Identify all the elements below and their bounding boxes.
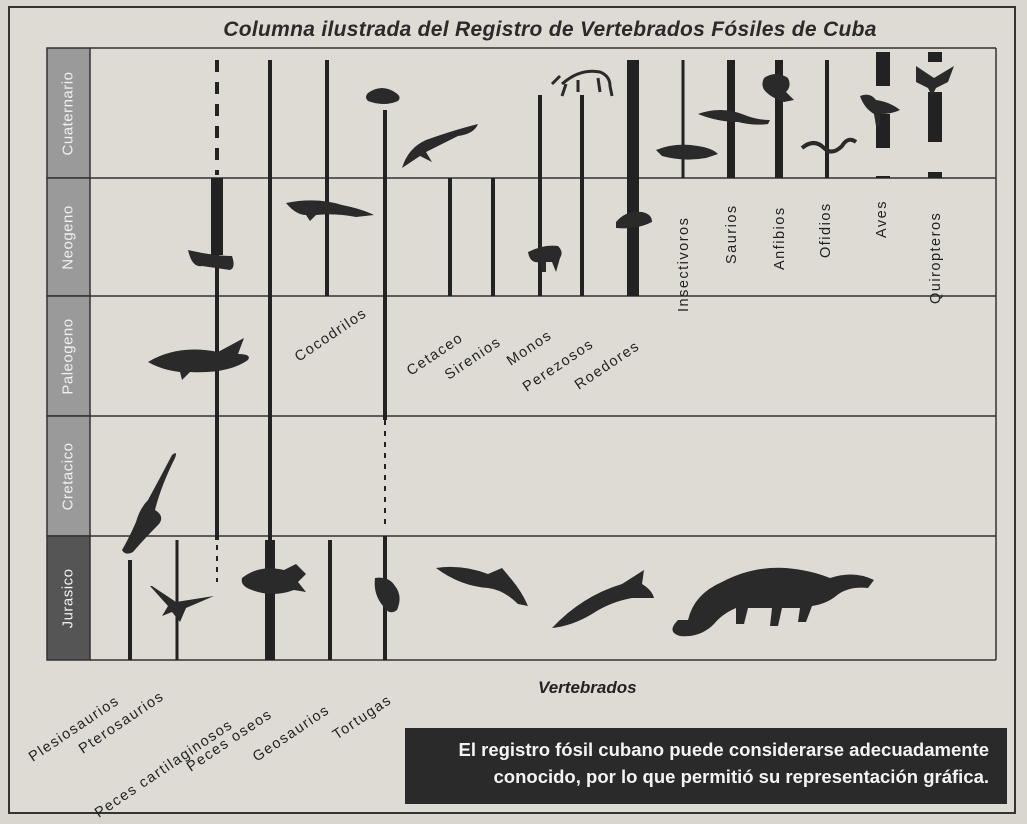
period-label-paleogeno: Paleogeno <box>59 317 77 395</box>
period-box-paleogeno <box>46 295 91 417</box>
insectivore-icon <box>656 144 718 160</box>
geosaur-icon <box>436 566 528 606</box>
crocodile-icon <box>286 200 374 221</box>
diagram-title: Columna ilustrada del Registro de Verteb… <box>223 18 877 41</box>
group-label-insectivoros: Insectivoros <box>676 216 692 312</box>
caption-line-1: El registro fósil cubano puede considera… <box>458 739 990 760</box>
group-label-saurios: Saurios <box>724 204 740 264</box>
x-axis-label: Vertebrados <box>538 678 637 697</box>
period-label-cretacico: Cretacico <box>59 442 77 510</box>
snake-icon <box>800 137 858 154</box>
period-box-jurasico <box>46 535 91 661</box>
bird-icon <box>860 94 900 126</box>
shark-icon <box>148 338 249 380</box>
group-label-quiropteros: Quiropteros <box>928 211 944 304</box>
frog-icon <box>762 74 794 102</box>
sauropod-icon <box>672 567 874 637</box>
ichthyosaur-icon <box>552 570 654 628</box>
period-label-jurasico: Jurasico <box>59 568 77 628</box>
group-label-ofidios: Ofidios <box>818 202 834 258</box>
sloth-skeleton-icon <box>550 69 614 97</box>
rodent-icon <box>616 211 652 229</box>
pterosaur-icon <box>150 586 214 622</box>
whale-icon <box>402 124 478 168</box>
plesiosaur-icon <box>122 453 176 554</box>
caption-box: El registro fósil cubano puede considera… <box>405 728 1007 804</box>
fish-icon <box>241 564 306 594</box>
period-box-neogeno <box>46 177 91 297</box>
period-label-cuaternario: Cuaternario <box>59 71 77 155</box>
period-label-neogeno: Neogeno <box>59 204 77 270</box>
bat-icon <box>916 66 954 96</box>
group-label-aves: Aves <box>874 200 890 238</box>
turtle-top-icon <box>366 88 400 104</box>
ray-icon <box>188 250 234 270</box>
monkey-icon <box>528 245 562 272</box>
caption-line-2: conocido, por lo que permitió su represe… <box>493 766 989 787</box>
group-label-anfibios: Anfibios <box>772 206 788 270</box>
turtle-icon <box>374 577 400 613</box>
lizard-icon <box>698 110 770 125</box>
